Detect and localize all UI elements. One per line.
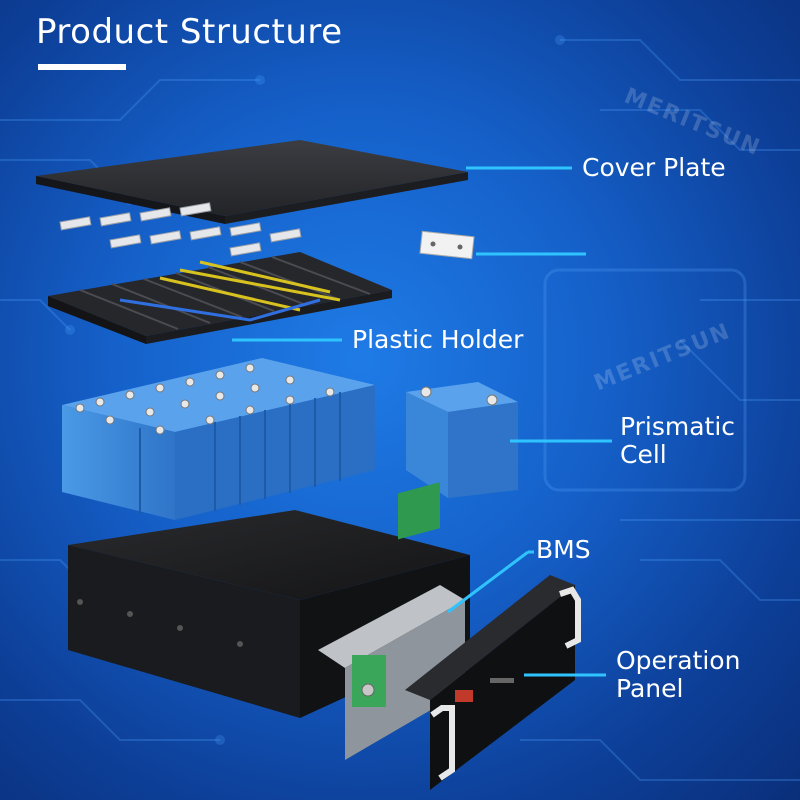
label-prismatic-cell-line2: Cell	[620, 440, 667, 469]
busbar-strips	[59, 202, 302, 257]
label-operation-panel-line1: Operation	[616, 646, 741, 675]
plastic-holder-part	[48, 252, 392, 344]
bms-board	[318, 482, 465, 760]
prismatic-cell-part	[406, 382, 518, 498]
background-chip	[543, 268, 747, 492]
label-bms: BMS	[536, 535, 591, 564]
leader-lines	[232, 166, 612, 677]
label-plastic-holder: Plastic Holder	[352, 325, 524, 354]
page-title: Product Structure	[36, 12, 343, 52]
label-prismatic-cell: Prismatic Cell	[620, 413, 735, 469]
busbar-connector	[419, 230, 475, 260]
label-cover-plate: Cover Plate	[582, 153, 726, 182]
title-underline	[38, 64, 126, 70]
label-operation-panel-line2: Panel	[616, 674, 684, 703]
cell-pack	[62, 358, 375, 520]
label-prismatic-cell-line1: Prismatic	[620, 412, 736, 441]
operation-panel-part	[405, 575, 581, 790]
cover-plate-part	[36, 140, 468, 224]
label-operation-panel: Operation Panel	[616, 647, 740, 703]
